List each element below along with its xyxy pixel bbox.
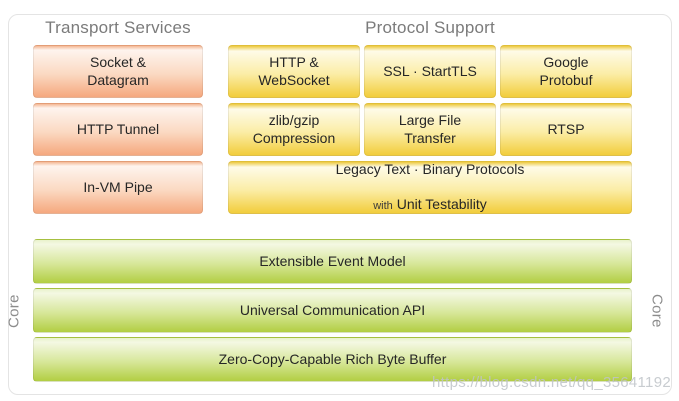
core-row-zero-copy-byte-buffer: Zero-Copy-Capable Rich Byte Buffer — [33, 337, 632, 382]
protocol-box-zlib-gzip: zlib/gzip Compression — [228, 103, 360, 156]
core-label-right: Core — [648, 294, 666, 328]
transport-services-title: Transport Services — [45, 18, 191, 37]
legacy-with-prefix: with — [373, 200, 393, 213]
protocol-box-ssl-starttls: SSL · StartTLS — [364, 45, 496, 98]
core-label-left: Core — [5, 294, 23, 328]
legacy-line1: Legacy Text · Binary Protocols — [335, 161, 525, 178]
watermark-url: https://blog.csdn.net/qq_35641192 — [432, 374, 671, 391]
core-row-extensible-event-model: Extensible Event Model — [33, 239, 632, 284]
transport-box-socket-datagram: Socket & Datagram — [33, 45, 203, 98]
transport-box-http-tunnel: HTTP Tunnel — [33, 103, 203, 156]
core-row-universal-communication-api: Universal Communication API — [33, 288, 632, 333]
legacy-line2-main: Unit Testability — [396, 196, 487, 213]
transport-box-invm-pipe: In-VM Pipe — [33, 161, 203, 214]
protocol-support-title: Protocol Support — [365, 18, 495, 37]
protocol-box-google-protobuf: Google Protobuf — [500, 45, 632, 98]
protocol-box-large-file-transfer: Large File Transfer — [364, 103, 496, 156]
protocol-box-http-websocket: HTTP & WebSocket — [228, 45, 360, 98]
protocol-box-rtsp: RTSP — [500, 103, 632, 156]
